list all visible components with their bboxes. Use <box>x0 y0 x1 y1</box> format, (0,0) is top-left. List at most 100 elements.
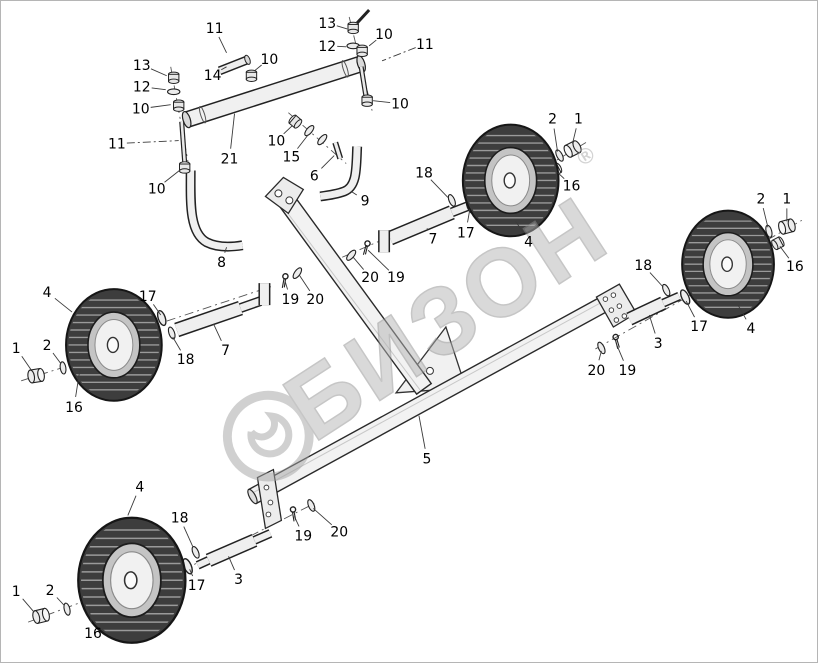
part-number-15: 15 <box>282 150 300 166</box>
leader-line <box>515 221 524 234</box>
leader-line <box>298 274 311 292</box>
washer-18 <box>166 325 177 341</box>
part-number-1: 1 <box>12 584 21 600</box>
leader-line <box>648 314 656 334</box>
part-number-20: 20 <box>306 292 324 308</box>
hitch-bracket <box>264 176 305 215</box>
leader-line <box>88 607 92 624</box>
leader-line <box>649 272 664 288</box>
leader-line <box>312 508 333 526</box>
frame <box>247 176 638 530</box>
part-number-4: 4 <box>135 480 144 496</box>
leader-line <box>21 355 32 371</box>
washer-12 <box>166 88 181 96</box>
part-number-2: 2 <box>46 583 55 599</box>
washer-20 <box>595 340 608 356</box>
part-number-12: 12 <box>318 39 336 55</box>
washer-18 <box>660 282 672 298</box>
nut-10 <box>245 69 258 82</box>
axle-left-7 <box>155 265 304 341</box>
leader-line <box>297 134 309 149</box>
part-number-20: 20 <box>588 363 606 379</box>
nut-10 <box>287 113 304 130</box>
part-number-1: 1 <box>574 112 583 128</box>
nut-13 <box>168 71 180 84</box>
part-number-8: 8 <box>217 255 226 271</box>
leader-line <box>56 597 65 606</box>
part-number-19: 19 <box>618 363 636 379</box>
leader-line <box>367 249 390 271</box>
part-number-13: 13 <box>133 58 151 74</box>
part-number-20: 20 <box>361 270 379 286</box>
part-number-11: 11 <box>206 21 224 37</box>
leader-line <box>350 191 358 196</box>
part-number-17: 17 <box>690 319 708 335</box>
leader-line <box>557 172 565 179</box>
leader-line <box>373 100 391 104</box>
hub-cap-1 <box>31 607 52 625</box>
part-number-2: 2 <box>756 191 765 207</box>
leader-line <box>221 66 227 71</box>
leader-line <box>293 516 300 527</box>
part-number-7: 7 <box>221 343 230 359</box>
watermark-logo-ring <box>222 390 314 482</box>
part-number-7: 7 <box>428 231 437 247</box>
cotter-pin-19 <box>279 272 290 290</box>
part-number-12: 12 <box>133 80 151 96</box>
leader-line <box>183 526 194 547</box>
leader-line <box>321 155 335 169</box>
leader-line <box>213 323 222 342</box>
wheel-right <box>682 211 774 318</box>
part-number-4: 4 <box>43 285 52 301</box>
part-number-16: 16 <box>563 178 581 194</box>
tube-end <box>181 110 192 129</box>
part-number-17: 17 <box>139 289 157 305</box>
part-number-1: 1 <box>12 341 21 357</box>
part-number-2: 2 <box>548 112 557 128</box>
nut-13 <box>347 21 359 35</box>
part-number-10: 10 <box>391 97 409 113</box>
leader-line <box>762 207 769 228</box>
leader-line <box>368 39 377 47</box>
part-number-17: 17 <box>457 225 475 241</box>
leader-line <box>22 598 35 613</box>
part-number-3: 3 <box>234 572 243 588</box>
leader-line <box>615 343 624 361</box>
part-number-18: 18 <box>415 165 433 181</box>
cotter-pin-19 <box>360 239 372 257</box>
leader-line <box>218 36 227 54</box>
axle-right-3 <box>595 282 693 356</box>
part-number-11: 11 <box>108 137 126 153</box>
leader-line <box>284 282 288 290</box>
nut-10 <box>178 161 191 174</box>
leader-line <box>572 128 577 144</box>
leader-line <box>127 495 137 516</box>
part-number-6: 6 <box>310 168 319 184</box>
leader-line <box>553 128 558 152</box>
nut-10 <box>173 99 185 112</box>
washer-18 <box>446 193 458 208</box>
washer-18 <box>190 545 202 560</box>
leader-line <box>381 47 416 62</box>
part-number-4: 4 <box>524 234 533 250</box>
part-number-18: 18 <box>177 352 195 368</box>
leader-line <box>189 569 194 577</box>
part-number-9: 9 <box>361 193 370 209</box>
part-number-16: 16 <box>84 626 102 642</box>
leader-line <box>75 368 81 397</box>
axle-top-7 <box>344 193 478 263</box>
part-number-13: 13 <box>318 16 336 32</box>
washer-15 <box>315 132 329 147</box>
part-number-19: 19 <box>294 528 312 544</box>
leader-line <box>685 300 695 318</box>
part-number-18: 18 <box>171 510 189 526</box>
top-tube-assembly <box>166 8 373 252</box>
part-number-21: 21 <box>221 152 239 168</box>
leader-line <box>779 245 790 259</box>
leader-line <box>150 104 171 108</box>
leader-line <box>172 336 181 351</box>
part-number-10: 10 <box>132 102 150 118</box>
part-number-3: 3 <box>654 336 663 352</box>
